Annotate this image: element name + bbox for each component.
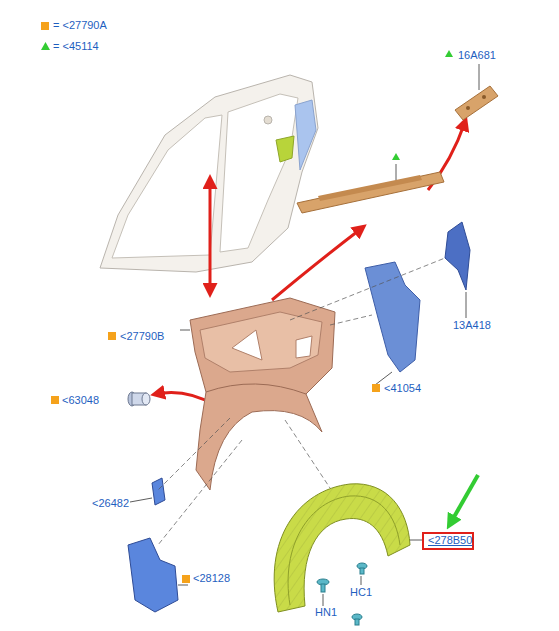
bracket-26482 [152, 478, 165, 505]
callout-number: <41054 [383, 382, 422, 395]
callout-number: HC1 [349, 586, 373, 599]
legend-item: = <45114 [41, 40, 99, 53]
legend-text: = <45114 [53, 40, 99, 53]
bracket-13A418 [445, 222, 470, 290]
callout-number: <27790B [119, 330, 165, 343]
legend-text: = <27790A [53, 19, 107, 32]
pointer-arrow [450, 475, 478, 524]
legend-item: = <27790A [41, 19, 107, 32]
callout-number: 16A681 [457, 49, 497, 62]
callout-number: 13A418 [452, 319, 492, 332]
legend-triangle [41, 42, 50, 51]
highlight-box [423, 533, 473, 549]
red-arrow [272, 228, 362, 300]
red-arrow [209, 180, 212, 292]
bracket-28128 [128, 538, 178, 612]
roof-crossmember [297, 153, 444, 213]
callout-number: <26482 [91, 497, 130, 510]
callout-number: HN1 [314, 606, 338, 619]
callout-number: <63048 [61, 394, 100, 407]
legend-swatch [41, 22, 49, 30]
wheelhouse-assembly [180, 298, 335, 490]
callout-number: <278B50 [427, 534, 473, 547]
wheel-arch-liner [274, 484, 422, 612]
spacer-63048 [128, 392, 150, 406]
reinforcement-plate [445, 50, 498, 120]
bracket-41054 [365, 262, 420, 372]
callout-number: <28128 [192, 572, 231, 585]
